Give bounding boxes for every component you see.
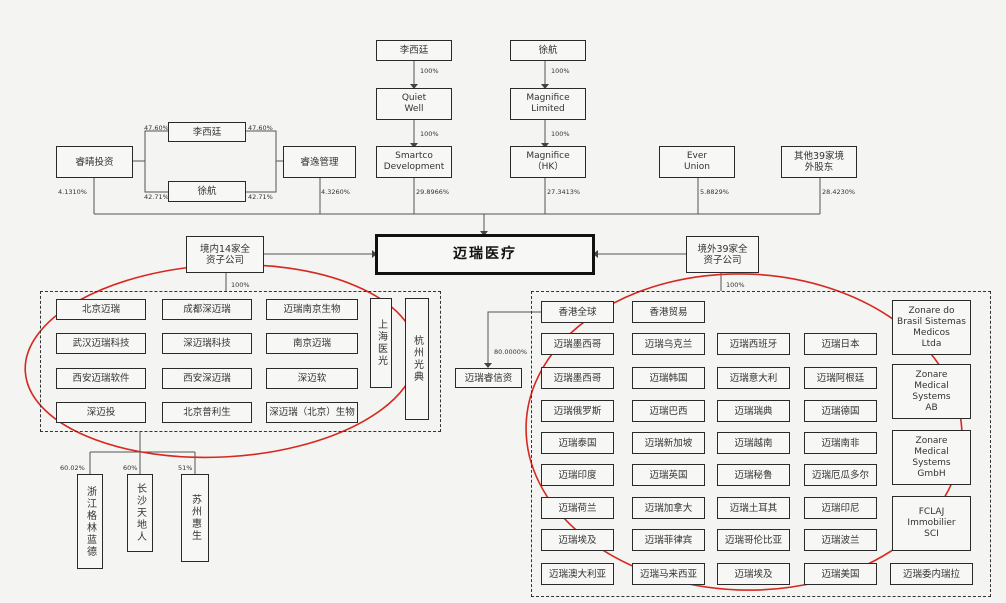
zonare-ab-box: Zonare Medical Systems AB [892,364,971,419]
overseas-subsidiary: 迈瑞厄瓜多尔 [804,464,877,486]
shareholder-xu-hang: 徐航 [510,40,586,61]
quiet-well-box: Quiet Well [376,88,452,120]
ruixin-box: 迈瑞睿信资 [455,368,522,388]
pct-label: 42.71% [144,193,169,201]
zonare-gmbh-box: Zonare Medical Systems GmbH [892,430,971,485]
domestic-subsidiary: 深迈瑞（北京）生物 [266,402,358,423]
pct-label: 100% [420,67,439,75]
overseas-subsidiary: 迈瑞菲律宾 [632,529,705,551]
ruiqing-investment-box: 睿晴投资 [56,146,133,178]
overseas-subsidiary: 迈瑞阿根廷 [804,367,877,389]
overseas-subsidiary: 迈瑞荷兰 [541,497,614,519]
ruiyi-management-box: 睿逸管理 [283,146,356,178]
overseas-subsidiary: 迈瑞埃及 [541,529,614,551]
domestic-subsidiary: 西安深迈瑞 [162,368,252,389]
overseas-subsidiary: 迈瑞新加坡 [632,432,705,454]
li-xiting-mid-box: 李西廷 [168,122,246,142]
overseas-subsidiary: 迈瑞德国 [804,400,877,422]
overseas-subsidiary: 迈瑞加拿大 [632,497,705,519]
domestic-subsidiary: 武汉迈瑞科技 [56,333,146,354]
shareholder-li-xiting: 李西廷 [376,40,452,61]
pct-label: 100% [551,67,570,75]
overseas-subsidiary: 迈瑞泰国 [541,432,614,454]
overseas-subsidiary: 迈瑞印度 [541,464,614,486]
zonare-brasil-box: Zonare do Brasil Sistemas Medicos Ltda [892,300,971,355]
pct-label: 60.02% [60,464,85,472]
overseas-subsidiary: 迈瑞美国 [804,563,877,585]
domestic-subsidiary: 深迈投 [56,402,146,423]
pct-label: 100% [726,281,745,289]
magnifice-hk-box: Magnifice （HK） [510,146,586,178]
overseas-subsidiary: 迈瑞墨西哥 [541,333,614,355]
pct-label: 100% [231,281,250,289]
overseas-subsidiary: 迈瑞越南 [717,432,790,454]
pct-label: 100% [420,130,439,138]
overseas-subsidiary: 迈瑞印尼 [804,497,877,519]
domestic-subsidiary: 西安迈瑞软件 [56,368,146,389]
overseas-subsidiary: 迈瑞南非 [804,432,877,454]
domestic-subsidiary: 成都深迈瑞 [162,299,252,320]
pct-label: 60% [123,464,138,472]
pct-label: 4.3260% [321,188,350,196]
pct-label: 47.60% [144,124,169,132]
domestic-subsidiaries-group: 境内14家全 资子公司 [186,236,264,273]
overseas-subsidiary: 迈瑞埃及 [717,563,790,585]
overseas-subsidiary: 迈瑞瑞典 [717,400,790,422]
child-zhejiang: 浙江格林蓝德 [77,474,103,569]
overseas-subsidiary: 迈瑞俄罗斯 [541,400,614,422]
ever-union-box: Ever Union [659,146,735,178]
overseas-hk-global: 香港全球 [541,301,614,323]
overseas-subsidiary: 迈瑞秘鲁 [717,464,790,486]
domestic-subsidiary: 深迈软 [266,368,358,389]
overseas-subsidiary: 迈瑞乌克兰 [632,333,705,355]
overseas-subsidiaries-container [531,291,991,597]
overseas-subsidiary: 迈瑞土耳其 [717,497,790,519]
pct-label: 5.8829% [700,188,729,196]
child-changsha: 长沙天地人 [127,474,153,552]
domestic-subsidiaries-container [40,291,441,432]
smartco-development-box: Smartco Development [376,146,452,178]
domestic-subsidiary: 北京普利生 [162,402,252,423]
xu-hang-mid-box: 徐航 [168,181,246,202]
overseas-sub-extra: 迈瑞委内瑞拉 [890,563,973,585]
overseas-subsidiary: 迈瑞波兰 [804,529,877,551]
overseas-subsidiary: 迈瑞哥伦比亚 [717,529,790,551]
overseas-subsidiary: 迈瑞韩国 [632,367,705,389]
pct-label: 42.71% [248,193,273,201]
fclaj-immobilier-box: FCLAJ Immobilier SCI [892,496,971,551]
overseas-subsidiary: 迈瑞意大利 [717,367,790,389]
overseas-subsidiary: 迈瑞英国 [632,464,705,486]
domestic-subsidiary: 深迈瑞科技 [162,333,252,354]
overseas-subsidiary: 迈瑞墨西哥 [541,367,614,389]
pct-label: 29.8966% [416,188,450,196]
child-suzhou: 苏州惠生 [181,474,209,562]
overseas-subsidiary: 迈瑞澳大利亚 [541,563,614,585]
pct-label: 80.0000% [494,348,528,356]
mindray-company-box: 迈瑞医疗 [375,234,595,275]
pct-label: 51% [178,464,193,472]
magnifice-limited-box: Magnifice Limited [510,88,586,120]
other-shareholders-box: 其他39家境 外股东 [781,146,857,178]
pct-label: 4.1310% [58,188,87,196]
pct-label: 27.3413% [547,188,581,196]
pct-label: 28.4230% [822,188,856,196]
domestic-subsidiary: 北京迈瑞 [56,299,146,320]
pct-label: 100% [551,130,570,138]
overseas-subsidiaries-group: 境外39家全 资子公司 [686,236,759,273]
overseas-subsidiary: 迈瑞巴西 [632,400,705,422]
overseas-hk-trading: 香港贸易 [632,301,705,323]
domestic-sub-vertical-2: 杭州光典 [405,298,429,420]
domestic-subsidiary: 迈瑞南京生物 [266,299,358,320]
overseas-subsidiary: 迈瑞马来西亚 [632,563,705,585]
pct-label: 47.60% [248,124,273,132]
domestic-sub-vertical-1: 上海医光 [370,298,392,388]
overseas-subsidiary: 迈瑞日本 [804,333,877,355]
domestic-subsidiary: 南京迈瑞 [266,333,358,354]
overseas-subsidiary: 迈瑞西班牙 [717,333,790,355]
